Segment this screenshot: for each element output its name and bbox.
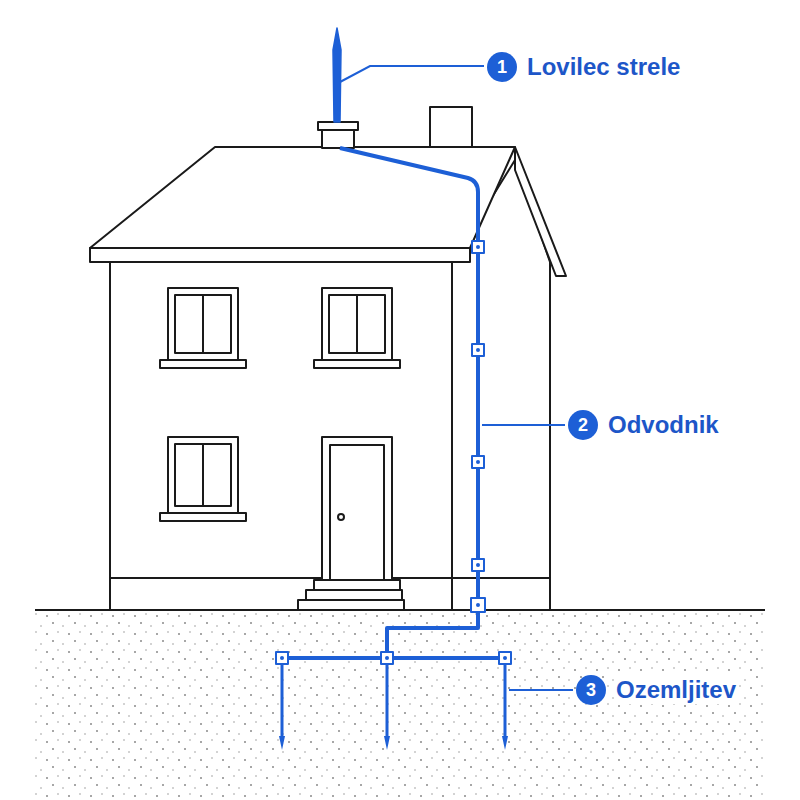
rod-tips (279, 736, 508, 750)
soil (35, 613, 765, 800)
plinth (110, 578, 452, 610)
clamp-dots (280, 245, 507, 660)
clamps (276, 241, 511, 664)
callout-number: 2 (568, 410, 598, 440)
leader-line (340, 66, 484, 82)
leader-line (509, 689, 573, 691)
window (314, 288, 400, 368)
callout-number: 3 (576, 675, 606, 705)
gable-trim (515, 147, 566, 276)
roof (90, 147, 515, 248)
front-wall (110, 262, 452, 580)
house (90, 107, 566, 610)
window (160, 288, 246, 368)
leader-lines (340, 66, 573, 690)
callout: 1 Lovilec strele (487, 52, 682, 82)
callout: 3 Ozemljitev (576, 675, 738, 705)
plinth-side (452, 578, 550, 610)
eave (90, 248, 470, 262)
steps (298, 580, 404, 610)
air-terminal (333, 28, 341, 122)
down-conductor (340, 148, 478, 658)
part-label: Odvodnik (606, 411, 721, 439)
earth-rods (282, 658, 505, 738)
rod-base-cap (318, 122, 358, 130)
ground-line (35, 609, 765, 611)
part-label: Ozemljitev (614, 676, 738, 704)
leader-line (482, 424, 565, 426)
window (160, 437, 246, 521)
part-label: Lovilec strele (525, 53, 682, 81)
callout: 2 Odvodnik (568, 410, 721, 440)
door (322, 437, 392, 580)
lightning-protection (276, 28, 511, 750)
callout-number: 1 (487, 52, 517, 82)
chimney (430, 107, 472, 149)
